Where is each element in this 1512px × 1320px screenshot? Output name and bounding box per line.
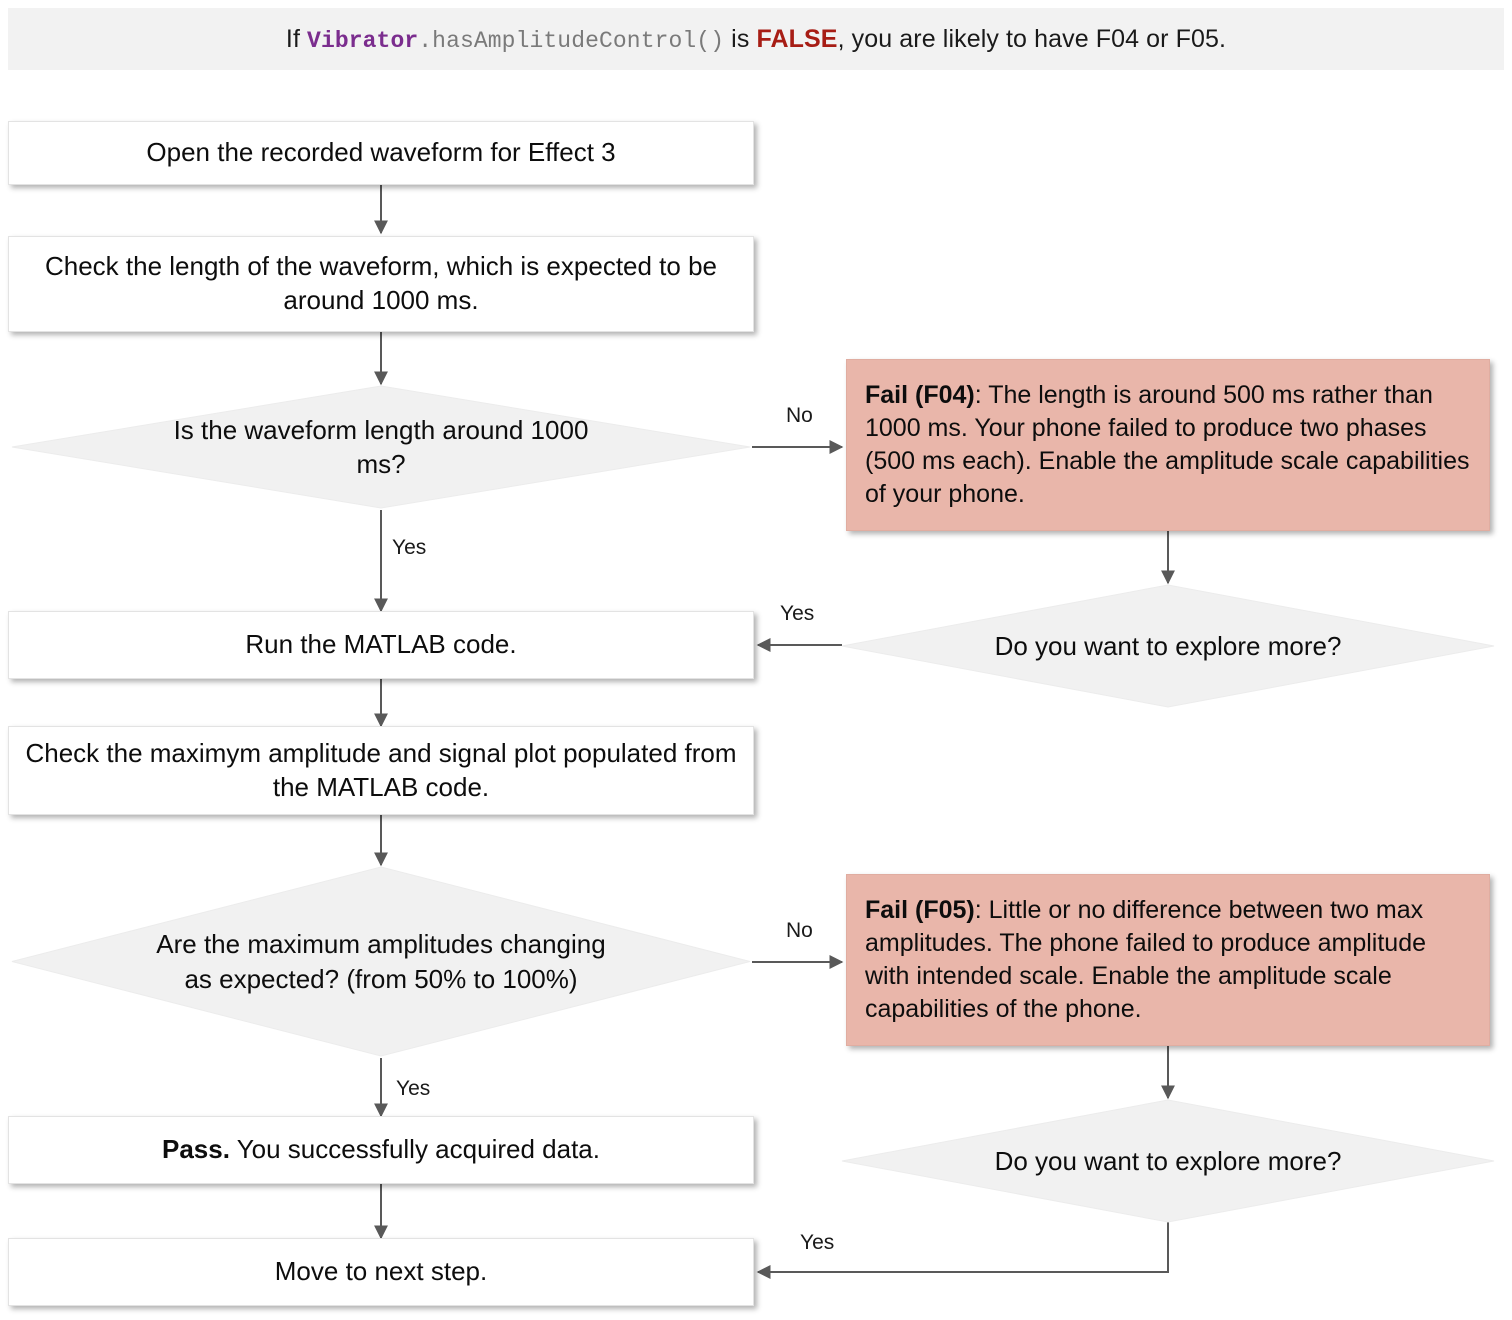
- node-run-matlab-label: Run the MATLAB code.: [245, 629, 517, 660]
- diamond-shape: [11, 385, 751, 509]
- node-explore-more-1[interactable]: Do you want to explore more?: [840, 583, 1496, 709]
- node-decision-max-amplitudes-label: Are the maximum amplitudes changing as e…: [156, 929, 606, 994]
- node-explore-more-2[interactable]: Do you want to explore more?: [840, 1098, 1496, 1224]
- node-fail-f04-rest: : The length is around 500 ms rather tha…: [865, 381, 1470, 508]
- edge-label-yes-explore-1: Yes: [780, 602, 815, 625]
- node-pass-bold: Pass.: [162, 1134, 230, 1165]
- node-check-length-label: Check the length of the waveform, which …: [44, 251, 718, 315]
- node-decision-waveform-length[interactable]: Is the waveform length around 1000 ms?: [10, 384, 752, 510]
- diamond-shape: [11, 866, 751, 1057]
- node-pass[interactable]: Pass. You successfully acquired data.: [8, 1116, 754, 1184]
- node-next-step[interactable]: Move to next step.: [8, 1238, 754, 1306]
- node-decision-max-amplitudes[interactable]: Are the maximum amplitudes changing as e…: [10, 865, 752, 1058]
- header-banner: If Vibrator.hasAmplitudeControl() is FAL…: [8, 8, 1504, 70]
- edge-label-yes-length: Yes: [392, 536, 427, 559]
- header-text: If Vibrator.hasAmplitudeControl() is FAL…: [286, 25, 1226, 54]
- node-fail-f04-text: Fail (F04): The length is around 500 ms …: [865, 379, 1471, 511]
- node-decision-waveform-length-label: Is the waveform length around 1000 ms?: [173, 414, 589, 479]
- node-fail-f05[interactable]: Fail (F05): Little or no difference betw…: [846, 874, 1490, 1046]
- edge-label-yes-amplitude: Yes: [396, 1077, 431, 1100]
- node-check-amplitude[interactable]: Check the maximym amplitude and signal p…: [8, 726, 754, 815]
- node-check-amplitude-label: Check the maximym amplitude and signal p…: [25, 737, 737, 802]
- node-explore-more-2-label: Do you want to explore more?: [994, 1145, 1342, 1176]
- code-method-hasamplitudecontrol: .hasAmplitudeControl(): [418, 27, 725, 54]
- edge-label-yes-explore-2: Yes: [800, 1231, 835, 1254]
- edge-label-no-2: No: [786, 919, 813, 942]
- node-fail-f05-bold: Fail (F05): [865, 896, 975, 924]
- node-open-waveform[interactable]: Open the recorded waveform for Effect 3: [8, 121, 754, 185]
- node-check-length[interactable]: Check the length of the waveform, which …: [8, 236, 754, 332]
- edge-label-no-1: No: [786, 404, 813, 427]
- node-explore-more-1-label: Do you want to explore more?: [994, 630, 1342, 661]
- keyword-false: FALSE: [756, 24, 838, 53]
- header-prefix: If: [285, 24, 308, 53]
- node-fail-f04[interactable]: Fail (F04): The length is around 500 ms …: [846, 359, 1490, 531]
- code-class-vibrator: Vibrator: [307, 27, 419, 54]
- node-open-waveform-label: Open the recorded waveform for Effect 3: [146, 137, 616, 168]
- node-pass-rest: You successfully acquired data.: [229, 1134, 600, 1165]
- header-suffix: , you are likely to have F04 or F05.: [837, 24, 1227, 53]
- node-fail-f05-text: Fail (F05): Little or no difference betw…: [865, 894, 1471, 1026]
- diamond-shape: [841, 1099, 1495, 1223]
- node-fail-f04-bold: Fail (F04): [865, 381, 975, 409]
- diamond-shape: [841, 584, 1495, 708]
- header-mid: is: [724, 24, 757, 53]
- node-next-step-label: Move to next step.: [274, 1256, 488, 1287]
- node-pass-label: Pass. You successfully acquired data.: [162, 1133, 600, 1167]
- node-fail-f05-rest: : Little or no difference between two ma…: [865, 896, 1427, 1023]
- node-run-matlab[interactable]: Run the MATLAB code.: [8, 611, 754, 679]
